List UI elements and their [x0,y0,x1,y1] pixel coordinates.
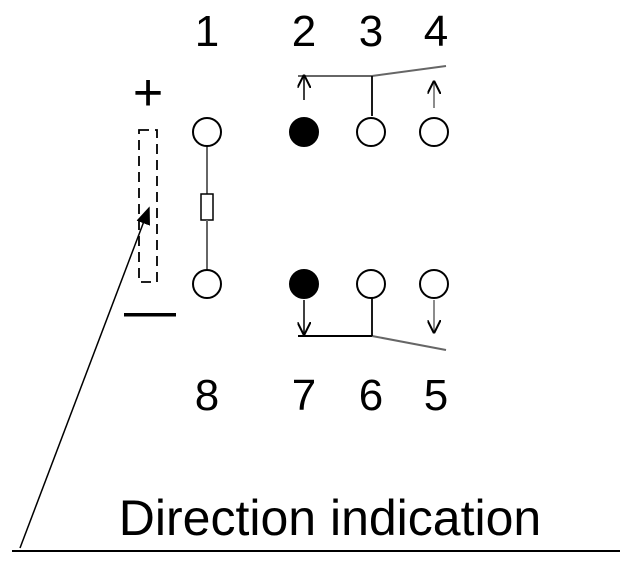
top-contact-lever [371,65,447,77]
pin-6 [356,269,386,299]
bottom-contact-lever [371,335,447,351]
pin-8 [192,269,222,299]
plus-sign: + [133,64,163,122]
direction-indicator-box [138,129,158,283]
pin-label-2: 2 [292,7,316,56]
caption-leader-arrow [19,206,150,549]
pin-label-7: 7 [292,371,316,420]
pin-label-3: 3 [359,7,383,56]
pin-3 [356,117,386,147]
caption-direction-indication: Direction indication [119,490,541,546]
pin-label-4: 4 [424,7,448,56]
coil-resistor [200,193,214,221]
pin-label-5: 5 [424,371,448,420]
pin-label-8: 8 [195,371,219,420]
pin-2 [289,117,319,147]
pin-5 [419,269,449,299]
pin-1 [192,117,222,147]
pin-7 [289,269,319,299]
pin-4 [419,117,449,147]
minus-sign: — [124,282,176,340]
pin-label-6: 6 [359,371,383,420]
pin-label-1: 1 [195,7,219,56]
